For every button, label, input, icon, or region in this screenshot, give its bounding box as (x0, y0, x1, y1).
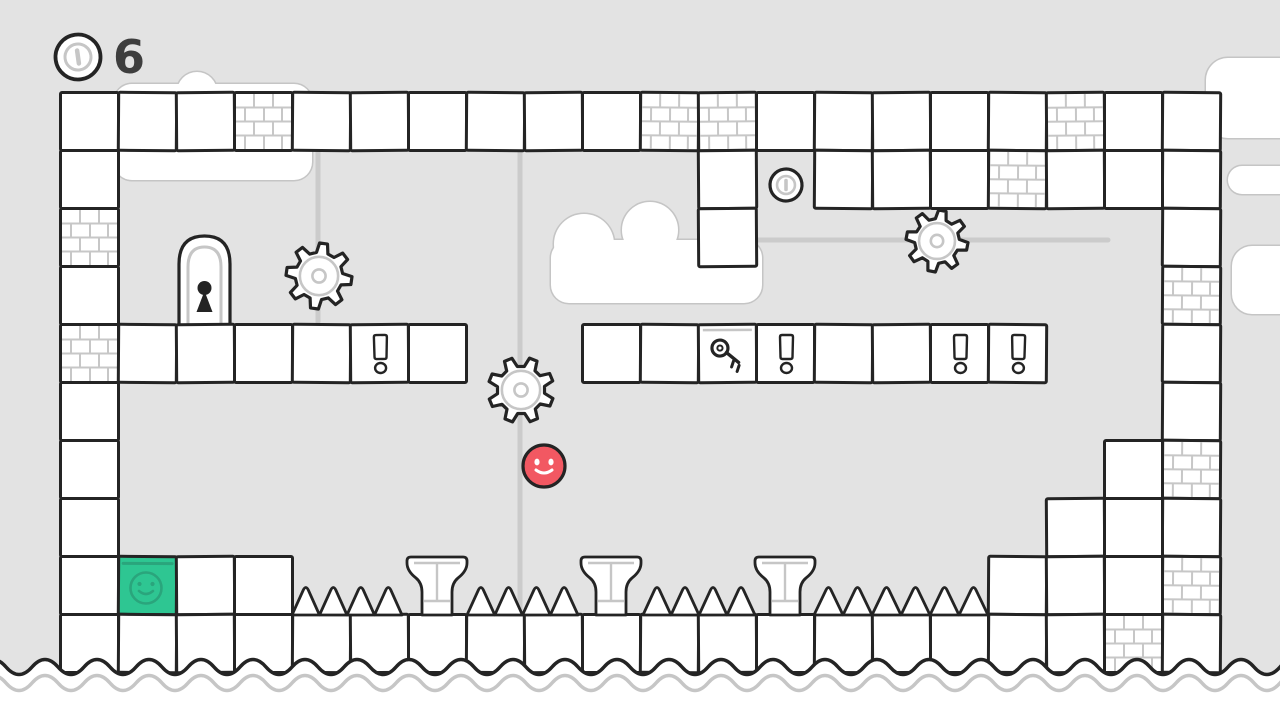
wave-line-dark (0, 657, 1280, 677)
exclamation-icon (778, 333, 794, 374)
brick-texture (989, 151, 1045, 207)
brick-texture (61, 325, 117, 381)
block-solid (406, 90, 468, 152)
block-exclamation (348, 322, 410, 384)
goal-block (116, 554, 178, 616)
block-solid (928, 148, 990, 210)
brick-texture (61, 209, 117, 265)
block-solid (58, 264, 120, 326)
pedestal (405, 555, 469, 617)
coin-count: 6 (113, 30, 146, 84)
exclamation-icon (1010, 333, 1026, 374)
brick-texture (699, 93, 755, 149)
block-brick (1160, 554, 1222, 616)
spikes (812, 586, 990, 617)
block-solid (1102, 148, 1164, 210)
gear-saw (487, 356, 555, 424)
wave-line-gray (0, 673, 1280, 693)
exclamation-icon (952, 333, 968, 374)
spikes (465, 586, 580, 617)
block-exclamation (986, 322, 1048, 384)
pedestal (753, 555, 817, 617)
keyhole-icon (197, 281, 212, 295)
block-brick (58, 206, 120, 268)
coin-counter: 6 (52, 31, 145, 83)
block-key (696, 322, 758, 384)
goal-face-icon (121, 561, 174, 605)
door (177, 234, 232, 324)
block-exclamation (928, 322, 990, 384)
brick-texture (1047, 93, 1103, 149)
block-solid (58, 380, 120, 442)
key-icon (702, 328, 752, 373)
block-brick (638, 90, 700, 152)
brick-texture (1163, 557, 1219, 613)
block-solid (1102, 438, 1164, 500)
block-solid (58, 438, 120, 500)
player-ball[interactable] (521, 443, 567, 489)
spikes (290, 586, 404, 617)
block-brick (1044, 90, 1106, 152)
gear-saw (904, 208, 970, 274)
cloud-right (1230, 244, 1280, 316)
block-brick (696, 90, 758, 152)
gear-saw (284, 241, 354, 311)
block-solid (406, 322, 468, 384)
block-exclamation (754, 322, 816, 384)
block-brick (1160, 438, 1222, 500)
spikes (641, 586, 757, 617)
block-brick (986, 148, 1048, 210)
brick-texture (235, 93, 291, 149)
brick-texture (641, 93, 697, 149)
coin (768, 167, 804, 203)
block-solid (232, 322, 294, 384)
coin-icon (53, 32, 103, 82)
cloud-right-small (1226, 164, 1280, 196)
block-brick (1160, 264, 1222, 326)
brick-texture (1163, 267, 1219, 323)
exclamation-icon (372, 333, 388, 374)
brick-texture (1163, 441, 1219, 497)
pedestal (579, 555, 643, 617)
